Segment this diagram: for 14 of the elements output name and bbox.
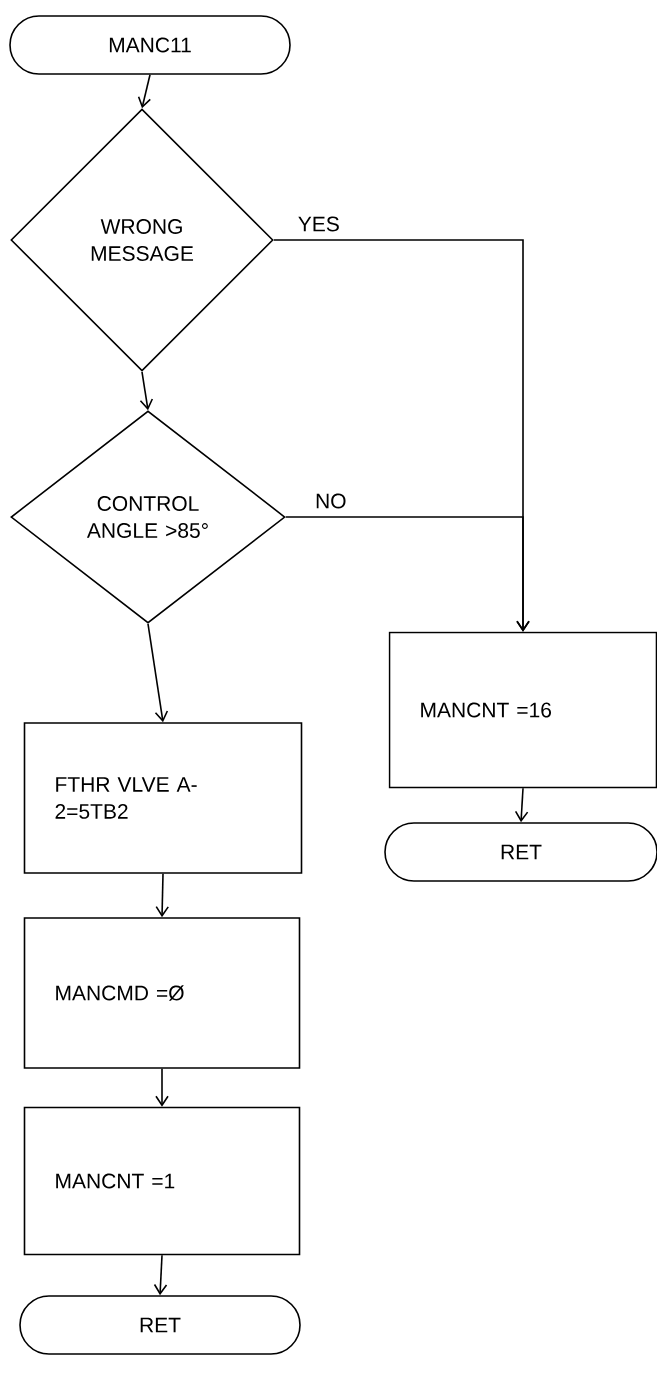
edge-label: YES (295, 214, 342, 234)
process-box: MANCNT =1 (23, 1106, 301, 1256)
process-box: MANCMD =Ø (23, 917, 301, 1069)
arrow (514, 787, 529, 823)
arrow (147, 623, 169, 723)
process-box: FTHR VLVE A-2=5TB2 (23, 722, 303, 874)
arrow (155, 1068, 169, 1107)
arrow (285, 516, 530, 632)
arrow (137, 74, 152, 109)
arrow (155, 873, 170, 918)
process-box: MANCNT =16 (388, 631, 657, 789)
arrow (139, 371, 154, 411)
edge-label: NO (313, 491, 349, 511)
arrow (153, 1254, 168, 1296)
